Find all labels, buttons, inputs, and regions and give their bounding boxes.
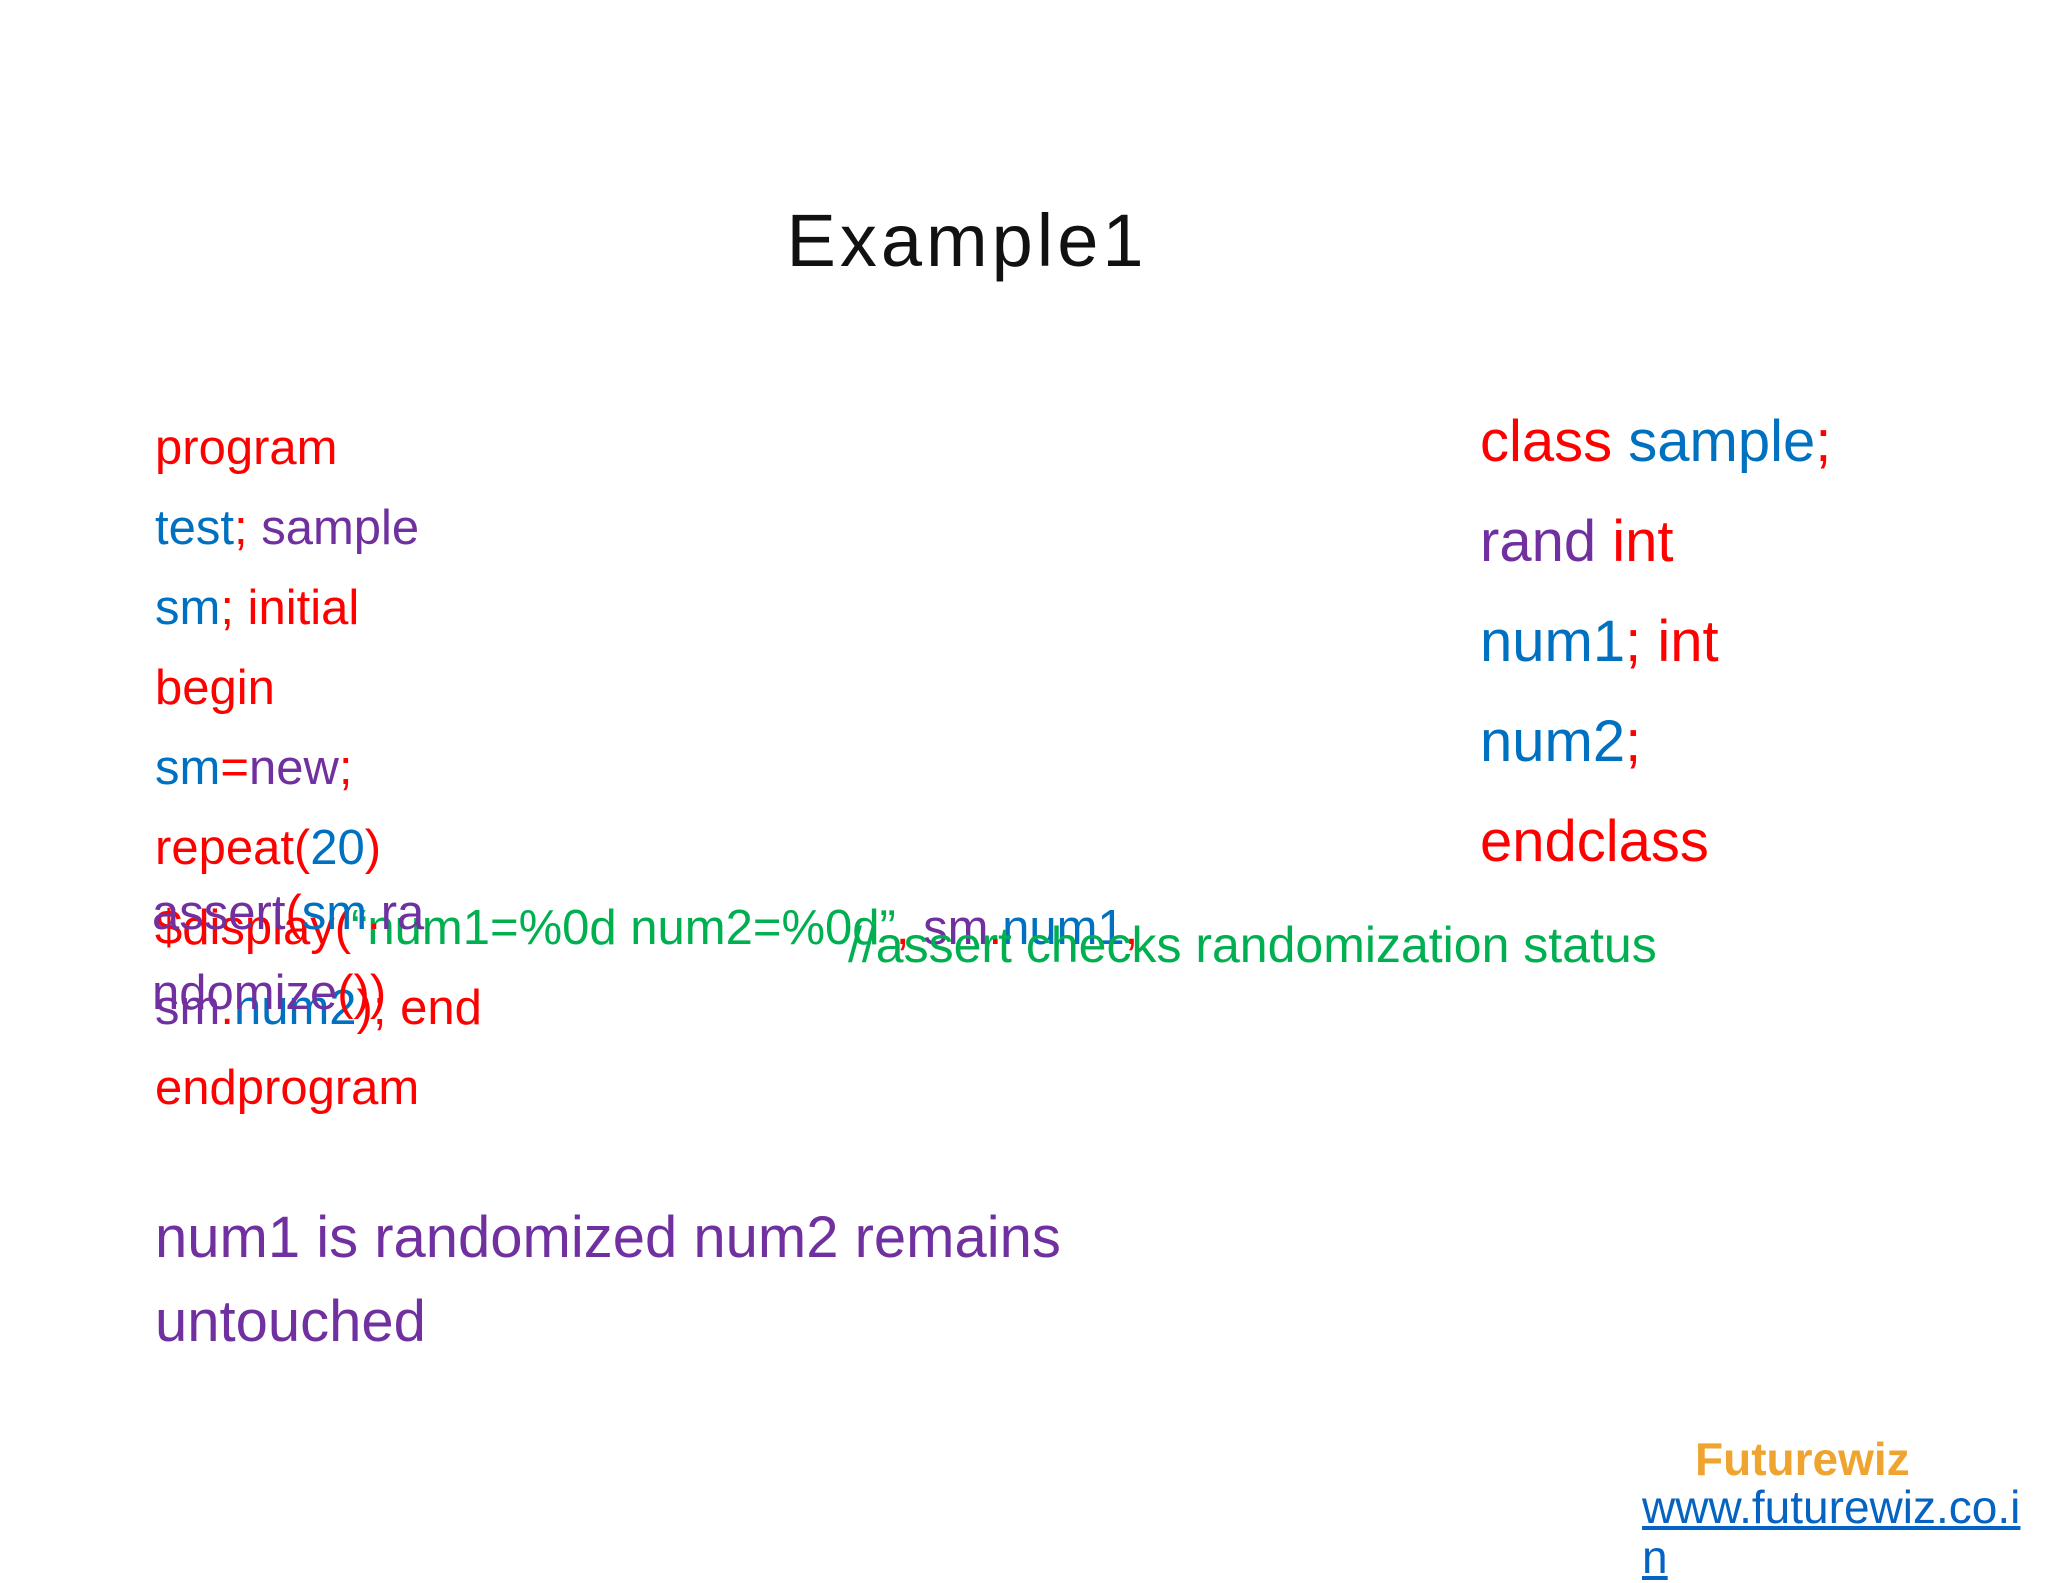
- code-token: rand: [1480, 509, 1613, 574]
- code-token: num1: [1002, 901, 1125, 955]
- code-line: $display(“num1=%0d num2=%0d”, sm.num1,: [155, 888, 1138, 968]
- code-token: ); end: [356, 981, 482, 1035]
- assert-comment: //assert checks randomization status: [848, 917, 1657, 973]
- code-token: endclass: [1480, 809, 1709, 874]
- code-token: num2: [233, 981, 357, 1035]
- note-text: num1 is randomized num2 remains untouche…: [155, 1196, 1061, 1364]
- website-link-line-1[interactable]: www.futurewiz.co.i: [1642, 1481, 2021, 1533]
- code-token: num2: [1480, 709, 1626, 774]
- code-line: rand int: [1480, 492, 1831, 592]
- code-line: sm; initial: [155, 568, 1138, 648]
- code-line: class sample;: [1480, 392, 1831, 492]
- code-line: program: [155, 408, 1138, 488]
- code-line: repeat(20): [155, 808, 1138, 888]
- code-token: program: [155, 421, 338, 475]
- website-link-line-2[interactable]: n: [1642, 1531, 1668, 1583]
- code-token: ,: [1124, 901, 1139, 955]
- code-token: endprogram: [155, 1061, 420, 1115]
- code-token: ;: [1625, 709, 1642, 774]
- code-token: “num1=%0d num2=%0d”: [351, 901, 896, 955]
- code-token: sample: [261, 501, 420, 555]
- slide-title: Example1: [786, 199, 1148, 282]
- code-token: .: [367, 886, 381, 940]
- code-token: ,: [895, 901, 924, 955]
- code-line: endprogram: [155, 1048, 1138, 1128]
- note-line-1: num1 is randomized num2 remains: [155, 1205, 1061, 1270]
- code-line: test; sample: [155, 488, 1138, 568]
- code-token: ; initial: [220, 581, 360, 635]
- code-token: class: [1480, 409, 1629, 474]
- code-line: assert(sm.ra: [152, 873, 424, 953]
- code-token: ndomize: [152, 966, 338, 1020]
- code-line: sm.num2); end: [155, 968, 1138, 1048]
- note-line-2: untouched: [155, 1289, 426, 1354]
- code-token: 20: [310, 821, 365, 875]
- code-token: repeat(: [155, 821, 311, 875]
- code-token: assert: [152, 886, 286, 940]
- code-token: ;: [338, 741, 353, 795]
- code-line: num2;: [1480, 692, 1831, 792]
- code-token: sm: [155, 981, 221, 1035]
- code-token: .: [220, 981, 234, 1035]
- code-token: ;: [233, 501, 262, 555]
- code-token: int: [1612, 509, 1674, 574]
- code-token: new: [248, 741, 339, 795]
- website-link[interactable]: www.futurewiz.co.i n: [1642, 1482, 2020, 1582]
- code-token: $display(: [155, 901, 352, 955]
- code-line: num1; int: [1480, 592, 1831, 692]
- code-line: endclass: [1480, 792, 1831, 892]
- code-token: test: [155, 501, 234, 555]
- code-token: sample: [1628, 409, 1816, 474]
- code-line: begin: [155, 648, 1138, 728]
- code-line: ndomize()): [152, 953, 424, 1033]
- code-token: sm: [301, 886, 368, 940]
- code-token: .: [988, 901, 1003, 955]
- code-line: sm=new;: [155, 728, 1138, 808]
- code-token: begin: [155, 661, 275, 715]
- code-token: ra: [380, 886, 425, 940]
- code-token: sm: [155, 581, 221, 635]
- code-token: sm: [155, 741, 221, 795]
- code-token: ()): [337, 966, 387, 1020]
- code-token: =: [220, 741, 249, 795]
- code-token: ; int: [1625, 609, 1719, 674]
- code-token: ;: [1815, 409, 1832, 474]
- code-token: ): [364, 821, 382, 875]
- code-token: (: [285, 886, 302, 940]
- code-token: num1: [1480, 609, 1626, 674]
- brand-logo-text: Futurewiz: [1695, 1433, 1910, 1485]
- code-token: sm: [923, 901, 989, 955]
